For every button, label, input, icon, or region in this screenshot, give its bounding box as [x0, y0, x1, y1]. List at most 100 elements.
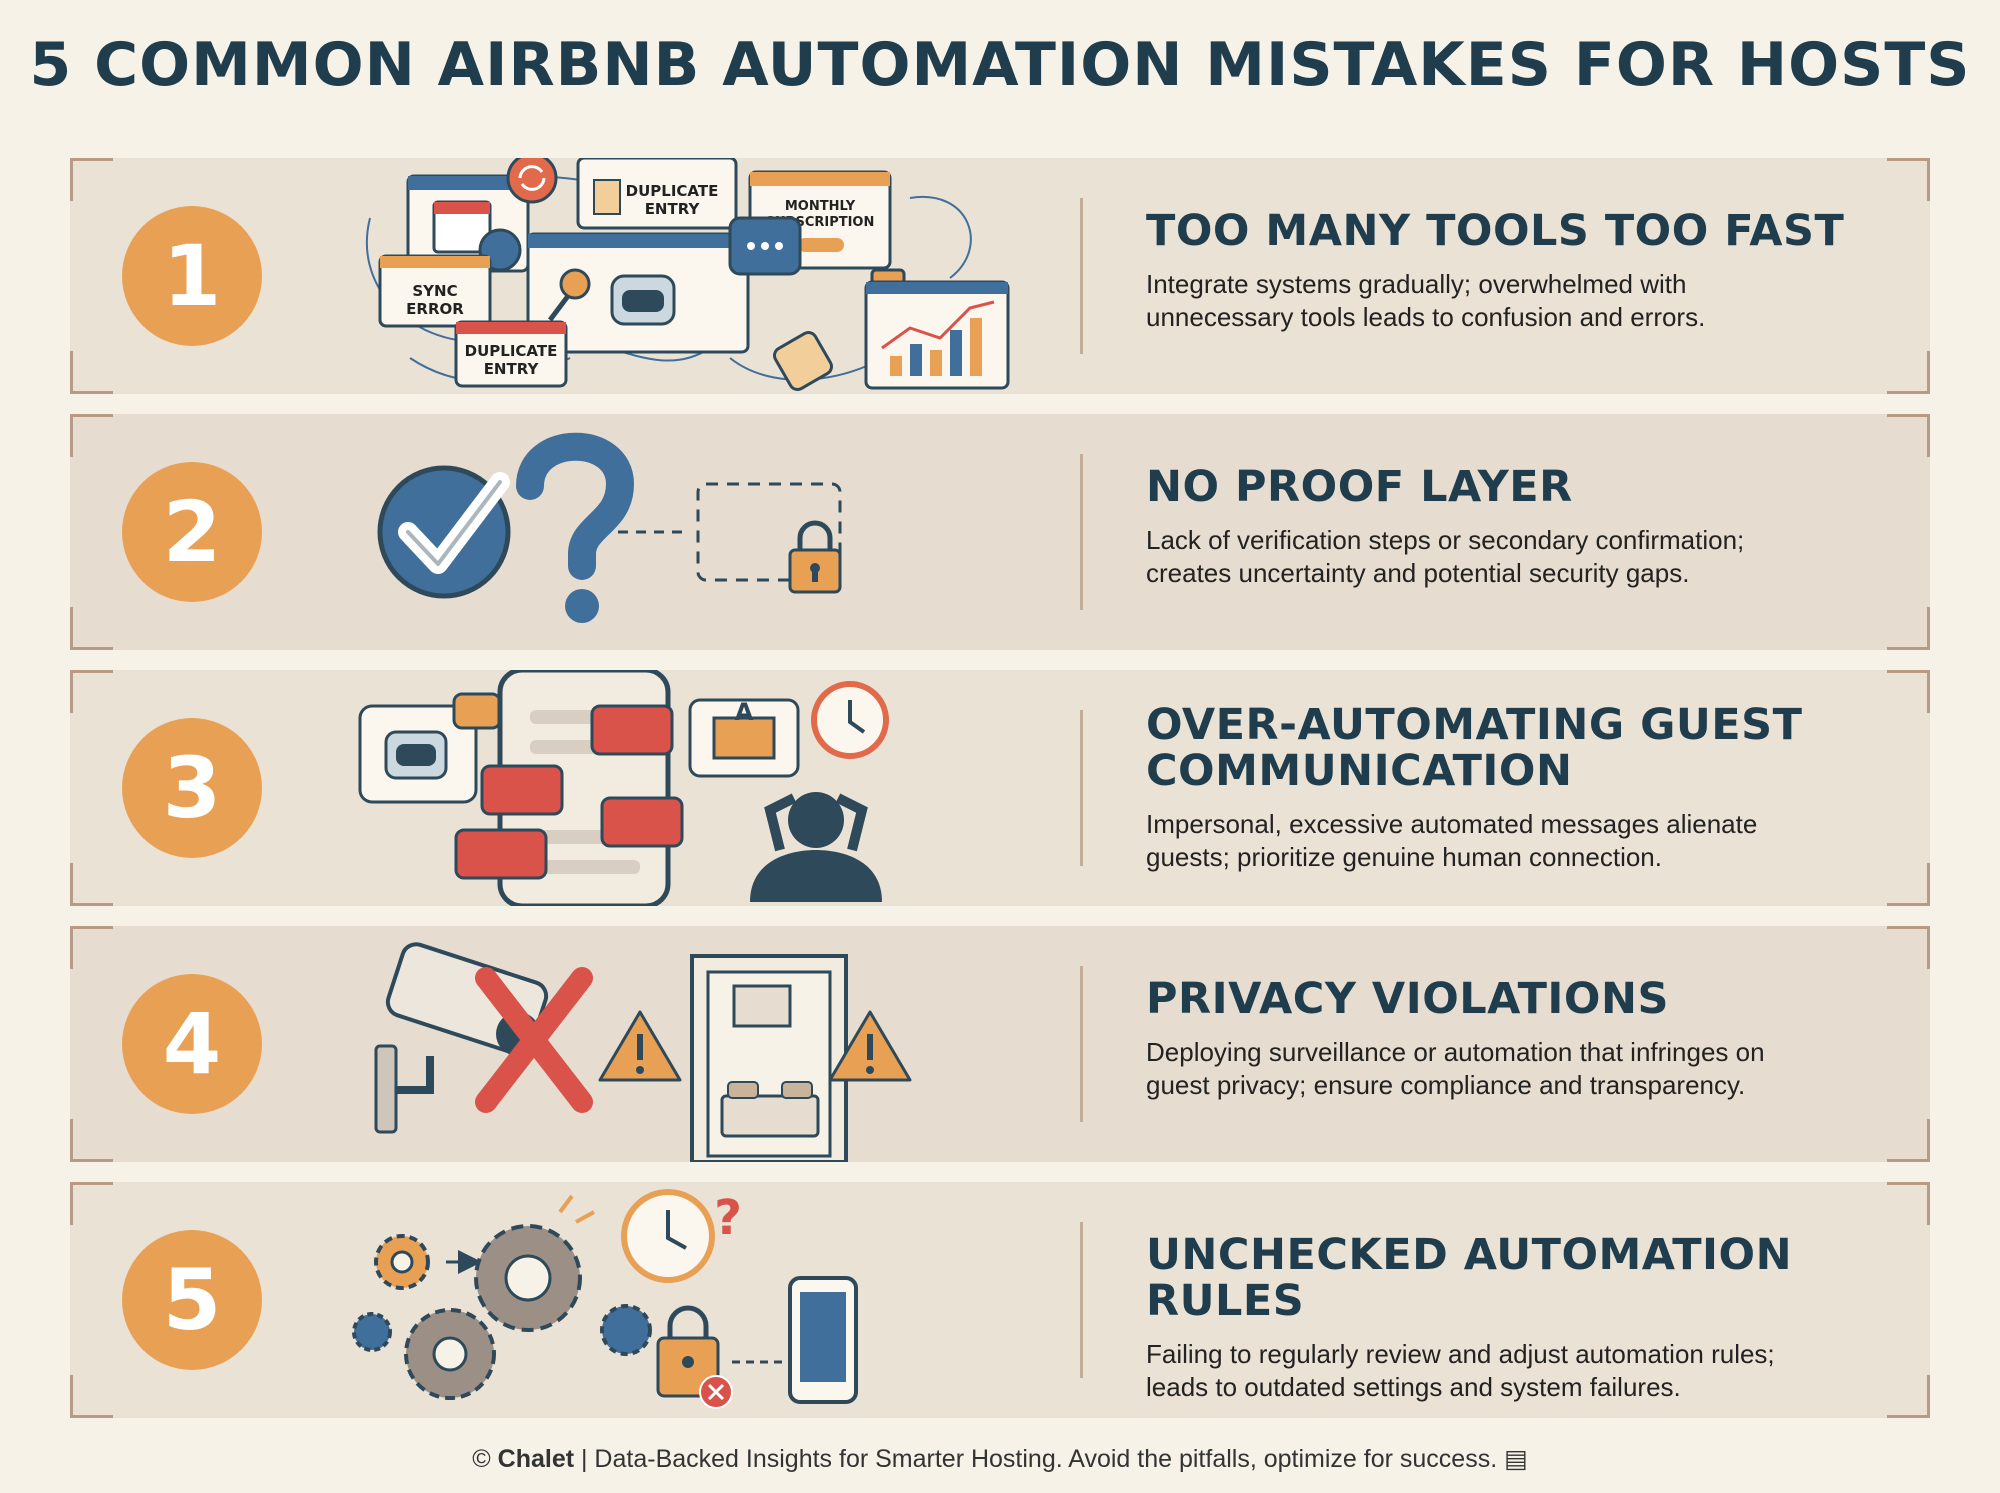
svg-text:ERROR: ERROR — [406, 300, 464, 318]
mistake-row-2: 2 NO PROOF LAYER Lack of verification st… — [70, 414, 1930, 650]
mistake-heading: TOO MANY TOOLS TOO FAST — [1146, 206, 1845, 256]
stressed-person-icon — [750, 792, 882, 902]
description-line: creates uncertainty and potential securi… — [1146, 558, 1690, 588]
mistake-heading: OVER-AUTOMATING GUEST COMMUNICATION — [1146, 702, 1886, 794]
mistake-text-2: NO PROOF LAYER Lack of verification step… — [1146, 464, 1886, 590]
svg-text:SYNC: SYNC — [412, 282, 457, 300]
corner-bracket — [1887, 158, 1930, 201]
unchecked-rules-illustration: ? — [352, 1189, 858, 1409]
dashed-box-icon — [696, 482, 842, 582]
corner-bracket — [70, 158, 113, 201]
description-line: guest privacy; ensure compliance and tra… — [1146, 1070, 1746, 1100]
svg-text:ENTRY: ENTRY — [484, 360, 540, 378]
divider-line — [1080, 710, 1083, 866]
description-line: Impersonal, excessive automated messages… — [1146, 809, 1758, 839]
description-line: Deploying surveillance or automation tha… — [1146, 1037, 1765, 1067]
footer: © Chalet | Data-Backed Insights for Smar… — [0, 1444, 2000, 1474]
mistake-row-1: 1 DUPLICATE ENTRY MONT — [70, 158, 1930, 394]
description-line: leads to outdated settings and system fa… — [1146, 1372, 1681, 1402]
heading-line: COMMUNICATION — [1146, 746, 1573, 796]
warning-icon — [598, 1010, 682, 1082]
divider-line — [1080, 966, 1083, 1122]
step-number-badge: 4 — [122, 974, 262, 1114]
mistake-heading: UNCHECKED AUTOMATION RULES — [1146, 1230, 1793, 1326]
corner-bracket — [1887, 414, 1930, 457]
step-number-badge: 2 — [122, 462, 262, 602]
calendar-sync-icon — [406, 174, 530, 273]
mistake-text-5: UNCHECKED AUTOMATION RULES Failing to re… — [1146, 1232, 1886, 1404]
corner-bracket — [1887, 926, 1930, 969]
svg-text:MONTHLY: MONTHLY — [785, 199, 856, 214]
document-icon: DUPLICATE ENTRY — [576, 158, 738, 230]
mistake-description: Integrate systems gradually; overwhelmed… — [1146, 268, 1886, 334]
clock-question-icon: ? — [621, 1189, 742, 1283]
mistake-heading: PRIVACY VIOLATIONS — [1146, 974, 1669, 1024]
heading-line: OVER-AUTOMATING GUEST — [1146, 700, 1803, 750]
divider-line — [1080, 454, 1083, 610]
corner-bracket — [1887, 1119, 1930, 1162]
svg-text:?: ? — [714, 1190, 742, 1246]
description-line: Integrate systems gradually; overwhelmed… — [1146, 269, 1687, 299]
corner-bracket — [1887, 351, 1930, 394]
tag-icon — [773, 331, 833, 391]
description-line: Failing to regularly review and adjust a… — [1146, 1339, 1775, 1369]
svg-text:DUPLICATE: DUPLICATE — [465, 342, 558, 360]
tools-overload-illustration: DUPLICATE ENTRY MONTHLY SUBSCRIPTION SYN… — [365, 158, 1010, 391]
page-title: 5 COMMON AIRBNB AUTOMATION MISTAKES FOR … — [29, 30, 1971, 100]
red-x-icon — [475, 967, 593, 1113]
padlock-icon — [788, 520, 842, 594]
mistake-row-3: 3 A — [70, 670, 1930, 906]
corner-bracket — [70, 926, 113, 969]
key-icon — [548, 268, 591, 322]
step-number-badge: 3 — [122, 718, 262, 858]
footer-text: | Data-Backed Insights for Smarter Hosti… — [574, 1445, 1498, 1473]
step-number-badge: 1 — [122, 206, 262, 346]
checkmark-icon — [377, 465, 511, 599]
over-communication-illustration: A — [358, 670, 889, 906]
padlock-error-icon — [656, 1305, 733, 1409]
mistake-row-4: 4 PRIVACY VIOLATIONS — [70, 926, 1930, 1162]
corner-bracket — [1887, 1375, 1930, 1418]
sync-error-window: SYNC ERROR — [378, 254, 492, 328]
corner-bracket — [70, 1182, 113, 1225]
question-mark-icon — [516, 432, 635, 623]
chat-bubble-icon — [454, 704, 684, 880]
no-proof-illustration — [377, 432, 842, 623]
mistake-description: Impersonal, excessive automated messages… — [1146, 808, 1886, 874]
mistake-row-5: 5 ? — [70, 1182, 1930, 1418]
bar-chart-icon — [864, 280, 1010, 390]
divider-line — [1080, 1222, 1083, 1378]
brand-name: Chalet — [497, 1445, 575, 1473]
clock-icon — [811, 681, 889, 759]
corner-bracket — [1887, 670, 1930, 713]
chat-icon — [728, 216, 802, 276]
mistake-heading: NO PROOF LAYER — [1146, 462, 1573, 512]
corner-bracket — [70, 863, 113, 906]
corner-bracket — [70, 414, 113, 457]
mistake-text-3: OVER-AUTOMATING GUEST COMMUNICATION Impe… — [1146, 702, 1886, 874]
description-line: unnecessary tools leads to confusion and… — [1146, 302, 1706, 332]
bedroom-door-icon — [690, 954, 848, 1162]
corner-bracket — [70, 607, 113, 650]
corner-bracket — [1887, 1182, 1930, 1225]
envelope-icon: A — [688, 698, 800, 778]
copyright-prefix: © — [472, 1445, 498, 1473]
warning-icon — [828, 1010, 912, 1082]
robot-icon — [526, 232, 750, 354]
refresh-icon — [506, 158, 558, 204]
robot-chat-icon — [358, 692, 502, 804]
corner-bracket — [1887, 863, 1930, 906]
corner-bracket — [70, 351, 113, 394]
svg-text:A: A — [735, 698, 754, 726]
mistake-description: Lack of verification steps or secondary … — [1146, 524, 1886, 590]
smartphone-icon — [788, 1276, 858, 1404]
description-line: Lack of verification steps or secondary … — [1146, 525, 1745, 555]
mistake-text-4: PRIVACY VIOLATIONS Deploying surveillanc… — [1146, 976, 1886, 1102]
duplicate-entry-window: DUPLICATE ENTRY — [454, 320, 568, 388]
mistake-description: Failing to regularly review and adjust a… — [1146, 1338, 1886, 1404]
step-number-badge: 5 — [122, 1230, 262, 1370]
corner-bracket — [70, 1375, 113, 1418]
notepad-icon: ▤ — [1504, 1445, 1528, 1473]
svg-text:ENTRY: ENTRY — [645, 200, 701, 218]
broken-gear-icon — [474, 1194, 652, 1356]
